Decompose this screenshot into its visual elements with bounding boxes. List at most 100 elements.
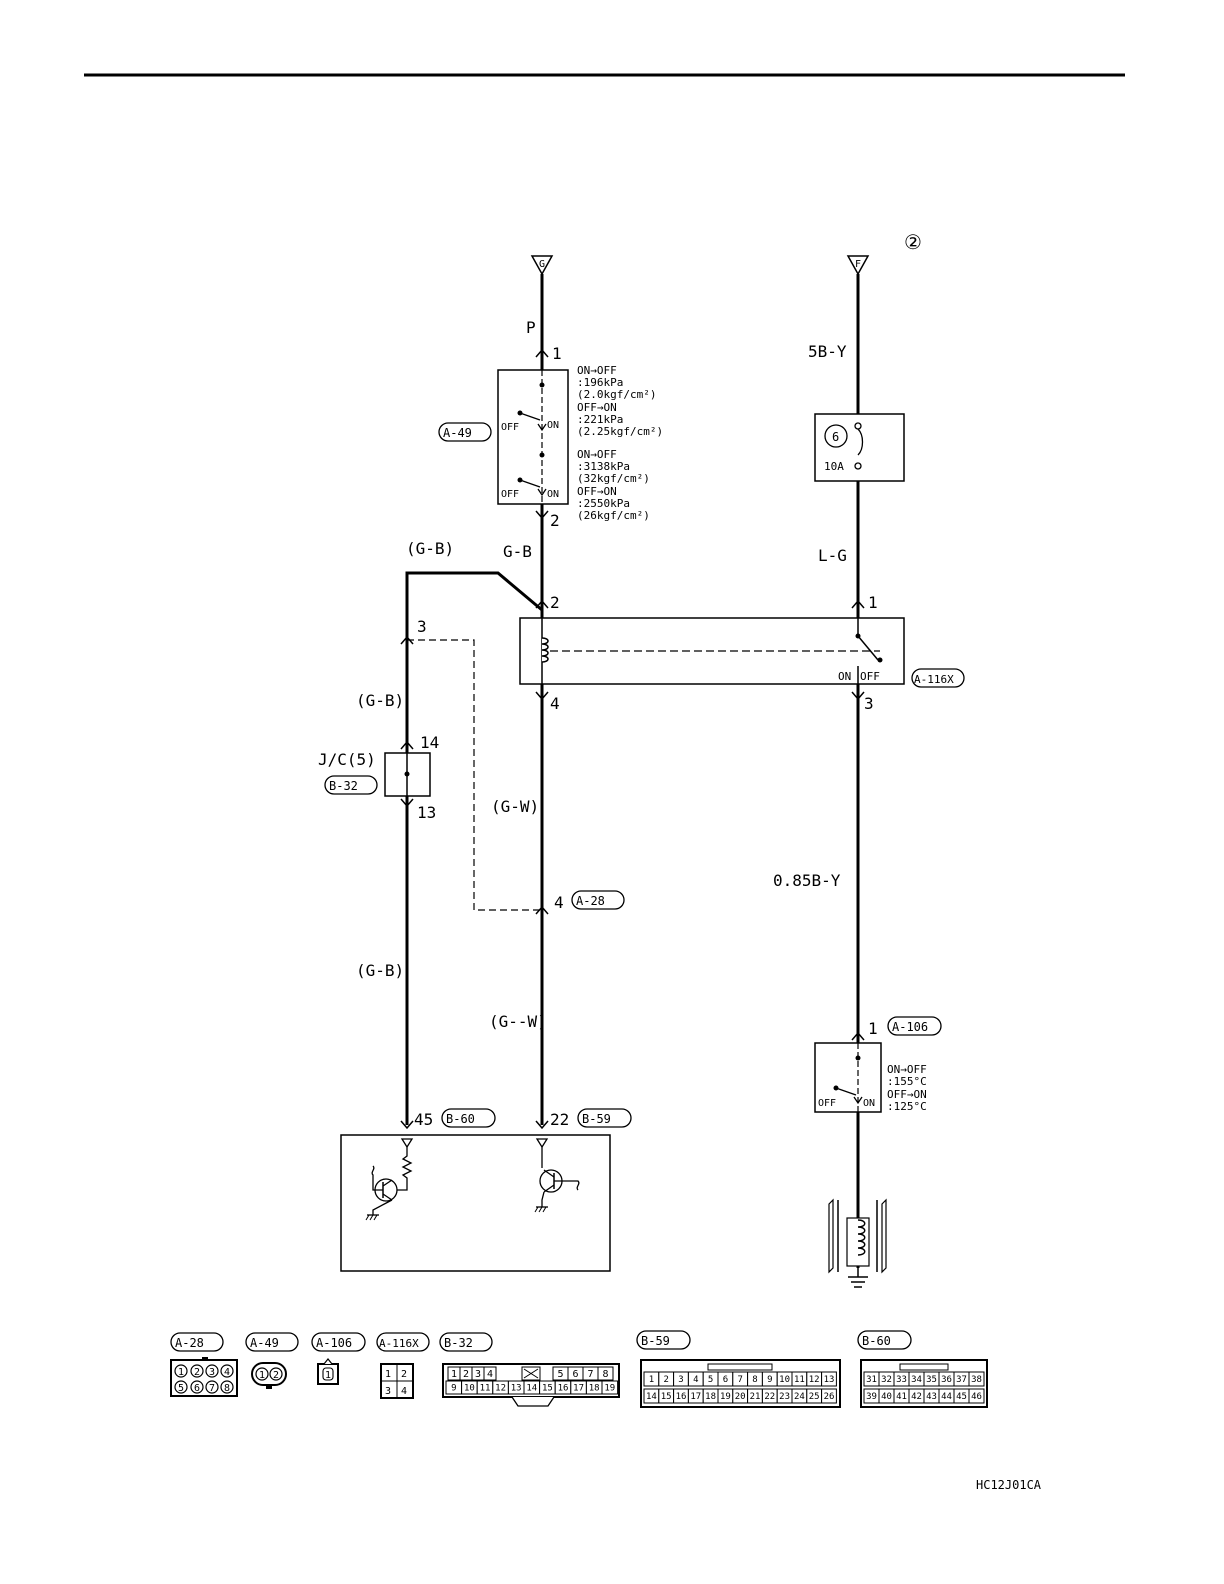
wire-label-g-b-mid: (G-B) — [356, 691, 404, 710]
relay-pin-3: 3 — [864, 694, 874, 713]
svg-text:A-106: A-106 — [892, 1020, 928, 1034]
connector-view-a49: A-49 1 2 — [245, 1332, 299, 1389]
sheet-marker: ② — [904, 230, 922, 254]
svg-text:G: G — [539, 259, 545, 270]
ecu-pin-45: 45 — [414, 1110, 433, 1129]
relay-on: ON — [838, 670, 851, 683]
svg-text:A-106: A-106 — [316, 1336, 352, 1350]
a106-pin-1: 1 — [868, 1019, 878, 1038]
connector-pin-number: 37 — [956, 1375, 967, 1385]
junction-block — [384, 752, 431, 797]
a49-pin-1: 1 — [552, 344, 562, 363]
svg-text::196kPa: :196kPa — [577, 376, 623, 389]
connector-view-a106: A-106 1 — [311, 1332, 366, 1385]
svg-text:1: 1 — [259, 1370, 265, 1381]
connector-pin-number: 14 — [646, 1392, 657, 1402]
svg-text:2: 2 — [401, 1369, 407, 1380]
connector-pin-number: 7 — [737, 1375, 742, 1385]
connector-pin-number: 5 — [708, 1375, 713, 1385]
svg-text::155°C: :155°C — [887, 1075, 927, 1088]
connector-pin-number: 10 — [779, 1375, 790, 1385]
svg-text:B-32: B-32 — [444, 1336, 473, 1350]
connector-pin-number: 19 — [720, 1392, 731, 1402]
pressure-switch: OFF ON OFF ON — [497, 369, 569, 505]
ground-symbol — [848, 1268, 868, 1288]
connector-pin-cell — [483, 1366, 497, 1381]
connector-view-a116x: A-116X 1 2 3 4 — [376, 1332, 430, 1399]
connector-pin-number: 45 — [956, 1392, 967, 1402]
connector-pin-number: 4 — [487, 1369, 493, 1380]
connector-pin-number: 35 — [926, 1375, 937, 1385]
relay-pin-4: 4 — [550, 694, 560, 713]
svg-text:ON→OFF: ON→OFF — [577, 364, 617, 377]
connector-pin-number: 34 — [911, 1375, 922, 1385]
connector-pin-number: 26 — [824, 1392, 835, 1402]
svg-text:6: 6 — [194, 1383, 200, 1394]
a49-on-lower: ON — [547, 489, 559, 500]
pin-arrow — [535, 599, 549, 609]
connector-pin-number: 12 — [495, 1384, 506, 1394]
connector-pin-number: 1 — [649, 1375, 654, 1385]
connector-pin-number: 13 — [824, 1375, 835, 1385]
thermo-specs: ON→OFF :155°C OFF→ON :125°C — [887, 1063, 927, 1113]
wire-g-b-branch — [405, 571, 543, 1125]
connector-pin-number: 23 — [779, 1392, 790, 1402]
pressure-specs: ON→OFF :196kPa (2.0kgf/cm²) OFF→ON :221k… — [577, 364, 663, 522]
connector-pin-number: 2 — [663, 1375, 668, 1385]
svg-text:B-59: B-59 — [582, 1112, 611, 1126]
svg-text:B-59: B-59 — [641, 1334, 670, 1348]
svg-text:A-28: A-28 — [576, 894, 605, 908]
svg-text:8: 8 — [224, 1383, 230, 1394]
connector-tag-a49: A-49 — [438, 422, 492, 442]
connector-pin-number: 41 — [896, 1392, 907, 1402]
wire-label-5b-y: 5B-Y — [808, 342, 847, 361]
thermo-switch: OFF ON — [814, 1042, 882, 1113]
svg-text:2: 2 — [194, 1367, 200, 1378]
connector-pin-number: 13 — [511, 1384, 522, 1394]
pin-arrow — [535, 905, 549, 915]
wire-label-g-w-lower: (G--W) — [489, 1012, 547, 1031]
connector-pin-cell — [601, 1380, 619, 1395]
svg-text:A-116X: A-116X — [379, 1337, 419, 1350]
connector-view-a28: A-28 1 2 3 4 5 6 7 8 — [170, 1332, 238, 1397]
connector-pin-number: 18 — [705, 1392, 716, 1402]
a49-pin-2: 2 — [550, 511, 560, 530]
splice-pin-4: 4 — [554, 893, 564, 912]
relay-pin-2: 2 — [550, 593, 560, 612]
connector-pin-number: 32 — [881, 1375, 892, 1385]
connector-pin-number: 12 — [809, 1375, 820, 1385]
wire-label-g-b-low: (G-B) — [356, 961, 404, 980]
connector-pin-number: 6 — [572, 1369, 578, 1380]
svg-text:A-116X: A-116X — [914, 673, 954, 686]
connector-pin-number: 17 — [573, 1384, 584, 1394]
connector-pin-number: 6 — [723, 1375, 728, 1385]
svg-text:3: 3 — [209, 1367, 215, 1378]
connector-pin-number: 14 — [526, 1384, 537, 1394]
svg-text:A-49: A-49 — [250, 1336, 279, 1350]
connector-pin-number: 10 — [464, 1384, 475, 1394]
connector-pin-number: 44 — [941, 1392, 952, 1402]
connector-pin-number: 5 — [557, 1369, 563, 1380]
connector-pin-number: 31 — [866, 1375, 877, 1385]
connector-pin-number: 42 — [911, 1392, 922, 1402]
svg-text:OFF→ON: OFF→ON — [887, 1088, 927, 1101]
wire-label-g-b: G-B — [503, 542, 532, 561]
svg-text:A-28: A-28 — [175, 1336, 204, 1350]
connector-tag-a106: A-106 — [887, 1016, 942, 1036]
connector-pin-number: 24 — [794, 1392, 805, 1402]
a106-on: ON — [863, 1098, 875, 1109]
svg-text:2: 2 — [273, 1370, 279, 1381]
wire-label-p: P — [526, 318, 536, 337]
relay-aux-pin-3: 3 — [417, 617, 427, 636]
connector-pin-number: 19 — [604, 1384, 615, 1394]
connector-pin-number: 17 — [690, 1392, 701, 1402]
svg-text:(2.0kgf/cm²): (2.0kgf/cm²) — [577, 388, 656, 401]
diagram-code: HC12J01CA — [976, 1478, 1042, 1492]
a49-off-upper: OFF — [501, 422, 519, 433]
a49-on-upper: ON — [547, 420, 559, 431]
svg-text:5: 5 — [178, 1383, 184, 1394]
connector-pin-number: 40 — [881, 1392, 892, 1402]
jc-pin-13: 13 — [417, 803, 436, 822]
fuse-box: 6 10A — [814, 413, 905, 482]
